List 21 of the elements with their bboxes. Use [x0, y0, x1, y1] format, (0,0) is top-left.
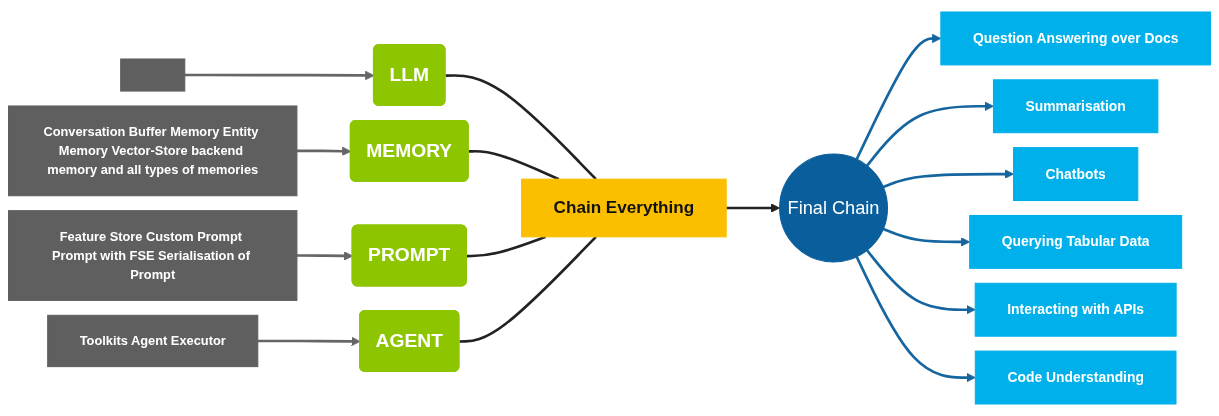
arrow [866, 101, 994, 167]
node-box [120, 58, 186, 92]
arrow [866, 249, 976, 315]
node-box: Summarisation [992, 79, 1159, 134]
node-box: Querying Tabular Data [969, 214, 1183, 269]
connector [466, 235, 547, 258]
node-box: Question Answering over Docs [940, 11, 1211, 66]
connector [459, 235, 597, 343]
arrow [726, 203, 780, 213]
node-circle: Final Chain [779, 153, 888, 263]
arrow [855, 256, 976, 383]
node-box: Code Understanding [974, 350, 1177, 405]
connector [468, 149, 560, 181]
connector [445, 74, 597, 181]
node-box: Feature Store Custom Prompt Prompt with FSE Serialisation of Prompt [8, 210, 298, 301]
node-box: Toolkits Agent Executor [47, 314, 259, 368]
node-box: Chain Everything [521, 178, 727, 238]
node-box: Chatbots [1013, 147, 1139, 202]
node-box: Interacting with APIs [974, 282, 1177, 337]
arrow [882, 169, 1014, 189]
node-box: Conversation Buffer Memory Entity Memory Vector-Store backend memory and all types of memories [8, 105, 298, 197]
